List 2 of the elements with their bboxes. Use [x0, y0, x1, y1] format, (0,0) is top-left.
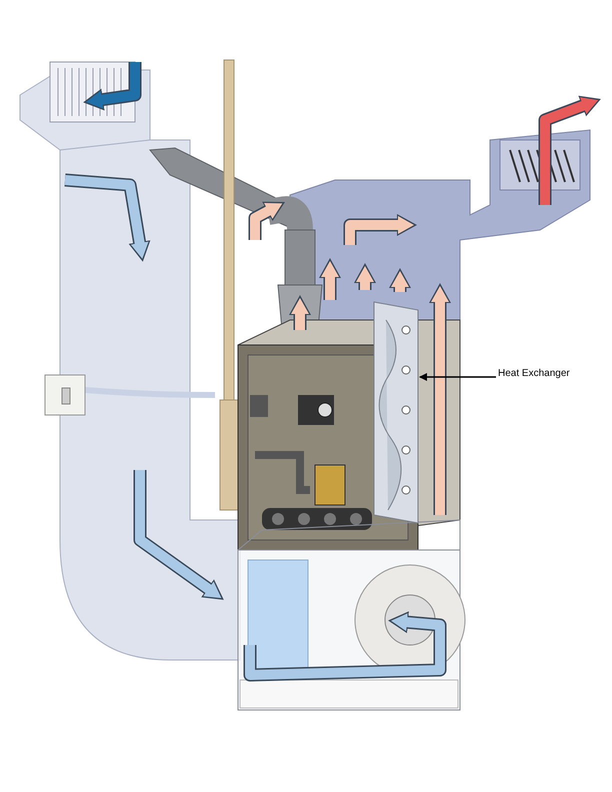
- part-label: Heat Exchanger: [498, 368, 571, 380]
- leader-line: [419, 373, 496, 381]
